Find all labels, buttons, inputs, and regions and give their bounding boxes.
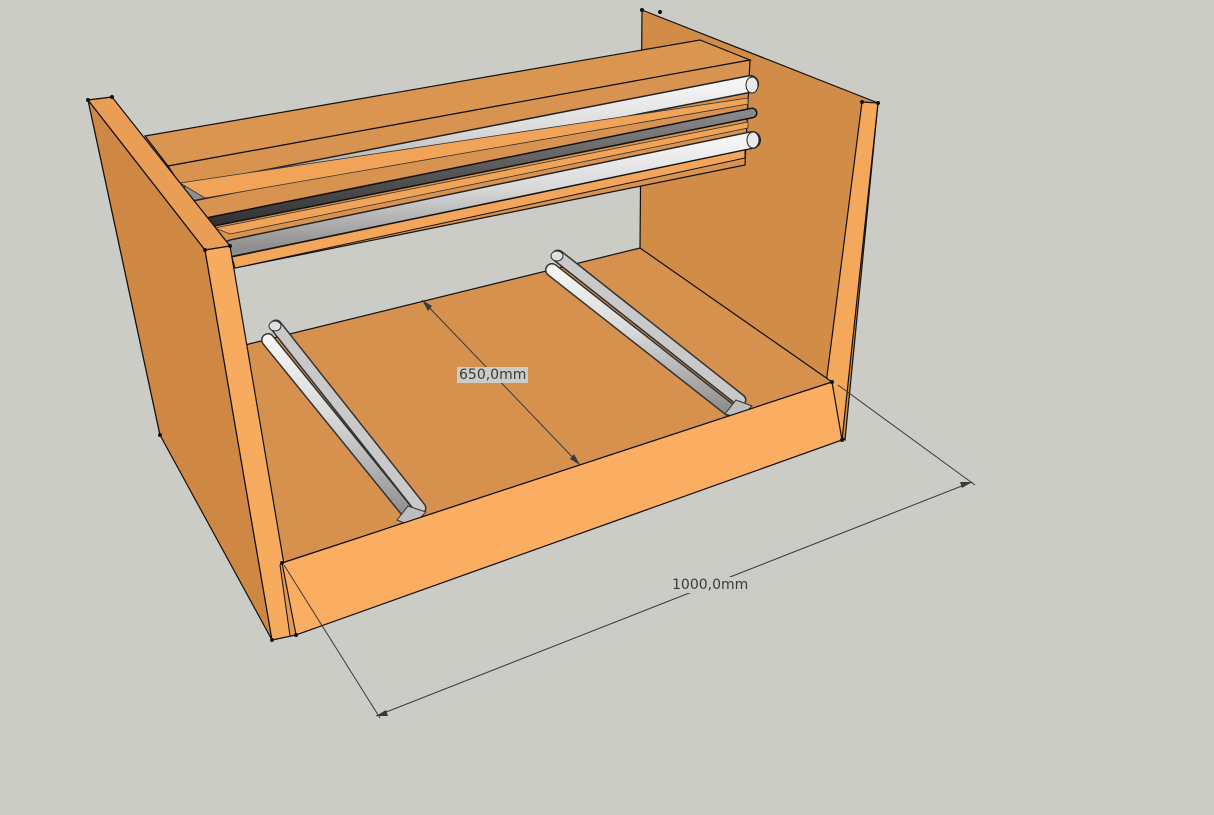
- floor-rail-left[interactable]: [261, 319, 427, 527]
- dimension-width-label[interactable]: 1000,0mm: [670, 577, 751, 593]
- dimension-depth-label[interactable]: 650,0mm: [457, 367, 529, 383]
- floor-rail-right[interactable]: [545, 249, 753, 419]
- roller-rods[interactable]: [178, 75, 761, 269]
- vertex-markers: [86, 8, 880, 642]
- dimension-width[interactable]: [283, 384, 976, 719]
